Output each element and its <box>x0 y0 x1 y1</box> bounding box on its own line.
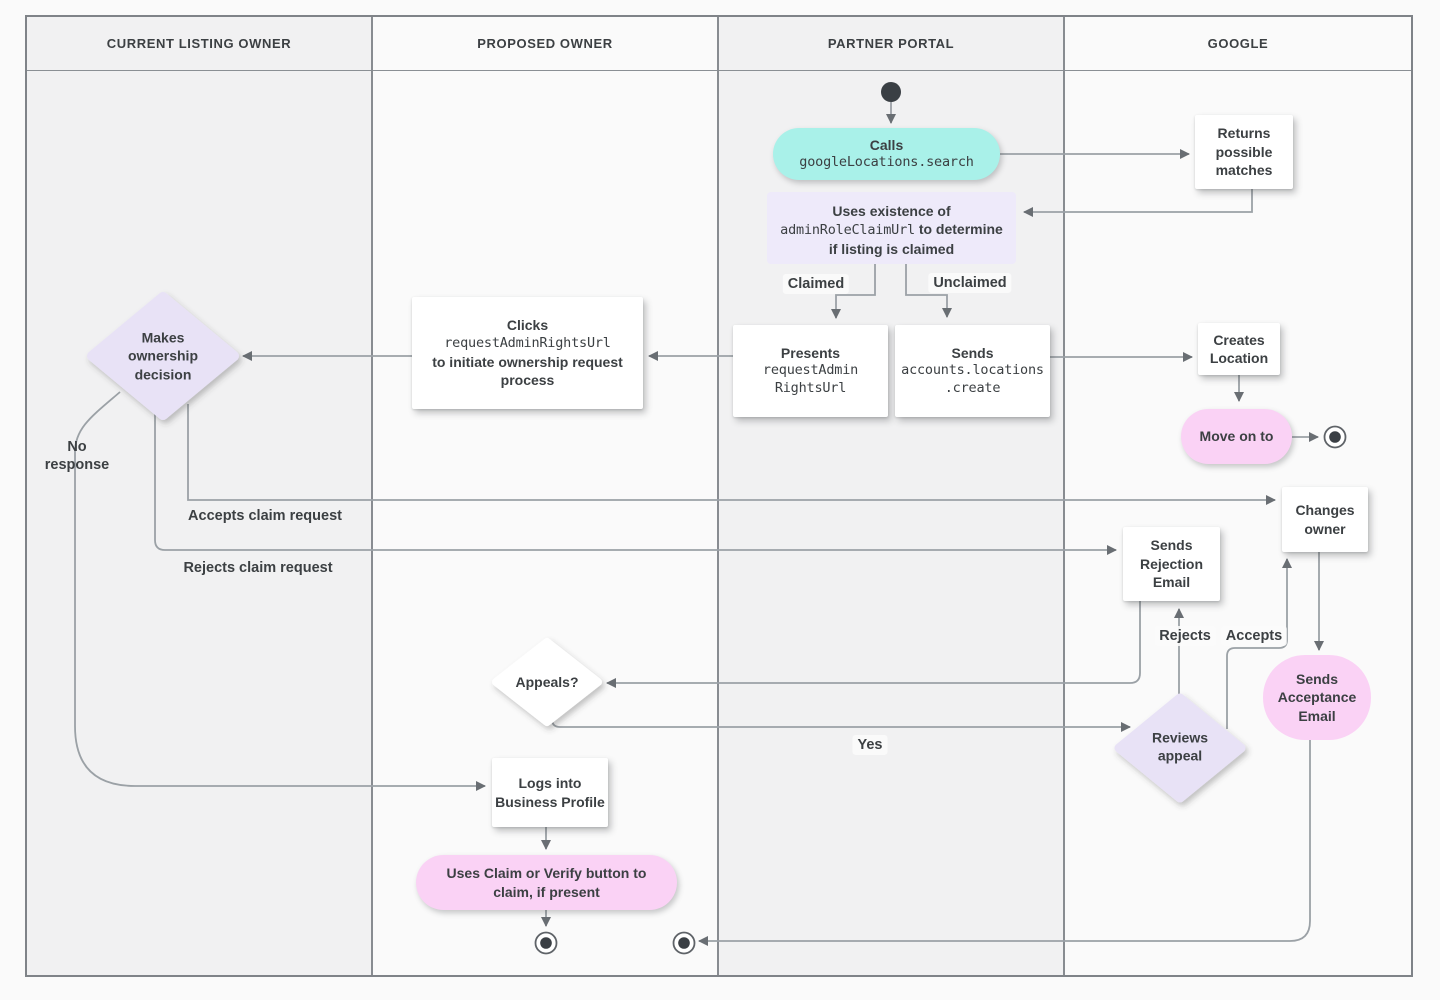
node-move-on-to: Move on to <box>1181 409 1292 464</box>
edge-label-accepts-claim-request: Accepts claim request <box>188 507 342 524</box>
decision-appeals-diamond <box>492 638 602 726</box>
edge-no-response-to-logs-in <box>74 391 486 791</box>
node-logs-into-business-profile: Logs into Business Profile <box>492 758 608 827</box>
label-appeals: Appeals? <box>515 673 579 690</box>
node-calls-google-locations-search: Calls googleLocations.search <box>773 128 1000 180</box>
start-node-icon <box>881 82 901 102</box>
edge-uses-to-presents-claimed <box>831 264 876 319</box>
edge-appeals-yes-to-reviews <box>551 714 1131 732</box>
edge-label-accepts: Accepts <box>1220 625 1288 647</box>
node-creates-location: Creates Location <box>1198 323 1280 375</box>
label-reviews-appeal: Reviews appeal <box>1151 729 1209 764</box>
edge-label-no-response: No response <box>44 438 110 473</box>
node-presents-request-admin-rights-url: Presents requestAdmin RightsUrl <box>733 325 888 417</box>
lane-header-proposed-owner: PROPOSED OWNER <box>373 17 717 71</box>
decision-reviews-appeal-diamond <box>1114 693 1246 803</box>
end-node-icon-partner-portal <box>672 931 696 955</box>
lane-current-listing-owner: CURRENT LISTING OWNER <box>27 17 373 975</box>
edge-label-unclaimed: Unclaimed <box>928 272 1012 294</box>
end-node-icon-proposed-owner <box>534 931 558 955</box>
edge-label-rejects: Rejects <box>1154 625 1216 647</box>
node-sends-rejection-email: Sends Rejection Email <box>1123 527 1220 601</box>
edge-rejects-claim-to-rejection-email <box>154 406 1117 555</box>
uses-existence-text-after: to determine if listing is claimed <box>828 221 1003 258</box>
uses-existence-text-before: Uses existence of <box>832 203 951 219</box>
lane-header-partner-portal: PARTNER PORTAL <box>719 17 1063 71</box>
uses-existence-code: adminRoleClaimUrl <box>780 222 915 239</box>
node-returns-possible-matches: Returns possible matches <box>1195 115 1293 189</box>
label-makes-ownership-decision: Makes ownership decision <box>127 329 198 383</box>
node-uses-claim-or-verify-button: Uses Claim or Verify button to claim, if… <box>416 855 677 910</box>
edge-label-claimed: Claimed <box>782 273 850 295</box>
node-sends-acceptance-email: Sends Acceptance Email <box>1263 655 1371 740</box>
lane-header-current-listing-owner: CURRENT LISTING OWNER <box>27 17 371 71</box>
node-uses-existence-admin-role-claim-url: Uses existence of adminRoleClaimUrl to d… <box>767 192 1016 264</box>
node-clicks-request-admin-rights-url: Clicks requestAdminRightsUrl to initiate… <box>412 297 643 409</box>
edge-acceptance-to-end <box>698 740 1311 946</box>
edge-label-yes: Yes <box>852 734 888 756</box>
edge-uses-to-sends-unclaimed <box>905 264 952 318</box>
decision-makes-ownership-diamond <box>87 292 239 420</box>
node-calls-title: Calls <box>869 136 904 153</box>
edge-rejection-to-appeals <box>606 601 1141 688</box>
end-node-icon-google <box>1323 425 1347 449</box>
edge-label-rejects-claim-request: Rejects claim request <box>183 559 333 576</box>
edge-accepts-claim-to-changes-owner <box>187 404 1276 505</box>
edge-returns-to-uses <box>1023 189 1253 217</box>
lane-header-google: GOOGLE <box>1065 17 1411 71</box>
node-sends-accounts-locations-create: Sends accounts.locations .create <box>895 325 1050 417</box>
node-calls-code: googleLocations.search <box>799 154 974 171</box>
node-changes-owner: Changes owner <box>1282 487 1368 552</box>
